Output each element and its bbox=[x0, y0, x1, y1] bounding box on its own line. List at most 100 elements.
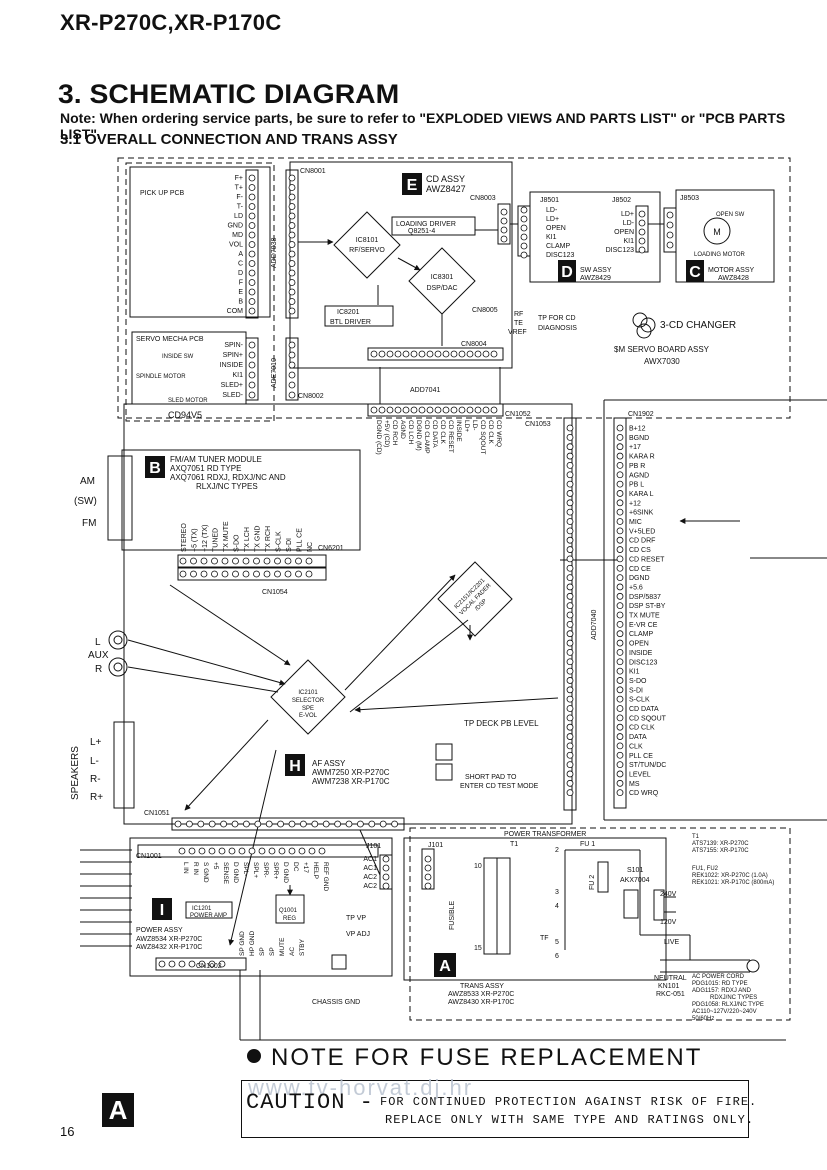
pin-dot bbox=[248, 231, 256, 239]
t1-note-2: ATS7155: XR-P170C bbox=[692, 848, 749, 854]
pin-dot bbox=[442, 406, 450, 414]
pin-dot bbox=[288, 203, 296, 210]
tuner-pin: NC bbox=[307, 542, 314, 552]
pin-dot bbox=[263, 570, 271, 578]
pin-dot bbox=[616, 461, 624, 469]
cn1902-pin: E-VR CE bbox=[629, 622, 658, 629]
ic2101-role-3: E-VOL bbox=[299, 713, 318, 719]
cd-bus-pin: CD RCH bbox=[391, 420, 398, 446]
s101-label: S101 bbox=[627, 867, 643, 874]
cn1053-connector bbox=[563, 417, 577, 811]
pin-dot bbox=[211, 570, 218, 578]
cord-note-4: PDG1058: RLXJ/NC TYPE bbox=[692, 1002, 764, 1008]
pin-dot bbox=[188, 960, 196, 968]
pin-dot bbox=[198, 847, 206, 855]
caution-line-2: REPLACE ONLY WITH SAME TYPE AND RATINGS … bbox=[385, 1113, 755, 1127]
pin-dot bbox=[566, 733, 574, 740]
pin-dot bbox=[368, 820, 376, 828]
tuner-line-4: RLXJ/NC TYPES bbox=[196, 482, 258, 491]
fu-note-1: REK1022: XR-P270C (1.0A) bbox=[692, 873, 768, 879]
power-top-pin: D GND bbox=[232, 862, 239, 883]
volt-240: 240V bbox=[660, 891, 677, 898]
akx-label: AKX7004 bbox=[620, 877, 650, 884]
tuner-pin: S-CLK bbox=[276, 531, 283, 552]
pin-dot bbox=[566, 433, 574, 441]
pin-dot bbox=[450, 350, 458, 358]
pin-dot bbox=[616, 714, 624, 722]
cd-bus-pin: CD DATA bbox=[431, 420, 438, 448]
pin-dot bbox=[288, 260, 296, 267]
pin-dot bbox=[288, 222, 296, 229]
j8501-pin: OPEN bbox=[546, 225, 566, 232]
cn8001-connector bbox=[285, 169, 299, 319]
fuse-note-heading-text: NOTE FOR FUSE REPLACEMENT bbox=[271, 1044, 703, 1071]
pin-dot bbox=[298, 847, 306, 855]
kn101-label: KN101 bbox=[658, 983, 680, 990]
cn1902-connector bbox=[613, 417, 627, 809]
tp-deck-label: TP DECK PB LEVEL bbox=[464, 719, 539, 728]
cn1902-pin: V+5LED bbox=[629, 528, 655, 535]
power-board bbox=[129, 837, 393, 977]
pin-dot bbox=[616, 677, 624, 684]
pin-dot bbox=[666, 241, 674, 249]
pickup-pcb-box bbox=[129, 166, 271, 318]
pin-dot bbox=[566, 564, 574, 572]
pin-dot bbox=[616, 723, 624, 731]
pin-dot bbox=[490, 406, 498, 414]
ic2101-role-1: SELECTOR bbox=[292, 698, 325, 704]
cd-bus-pin: LD- bbox=[471, 420, 478, 430]
pin-dot bbox=[520, 233, 528, 241]
servo-mecha-label: SERVO MECHA PCB bbox=[136, 336, 204, 343]
pin-dot bbox=[299, 820, 307, 828]
pin-dot bbox=[248, 260, 256, 267]
j8501-pin: LD+ bbox=[546, 216, 559, 223]
pin-dot bbox=[305, 570, 313, 578]
pin-dot bbox=[566, 658, 574, 666]
pin-dot bbox=[566, 611, 574, 619]
tuner-pin: S-DI bbox=[286, 538, 293, 552]
pin-dot bbox=[288, 184, 296, 191]
pickup-connector bbox=[245, 169, 259, 319]
power-bottom-pin: SP bbox=[259, 947, 266, 956]
cd-bus-pin: CD CLK bbox=[439, 420, 446, 445]
power-top-pin: SPL+ bbox=[252, 862, 259, 878]
pin-dot bbox=[434, 406, 442, 414]
pin-dot bbox=[638, 210, 646, 218]
pin-dot bbox=[288, 298, 296, 305]
badge-e bbox=[402, 173, 422, 195]
pin-dot bbox=[288, 381, 296, 389]
j8503-label: J8503 bbox=[680, 195, 699, 202]
cn1902-pin: OPEN bbox=[629, 641, 649, 648]
j101-pin: AC2 bbox=[363, 874, 377, 881]
speaker-rplus: R+ bbox=[90, 792, 103, 803]
pin-dot bbox=[616, 630, 624, 638]
cd-bus-pin: CD CLAMP bbox=[423, 420, 430, 454]
pin-dot bbox=[305, 557, 313, 565]
pin-dot bbox=[158, 960, 166, 968]
pin-dot bbox=[288, 847, 296, 855]
servo-pin: SPIN+ bbox=[223, 352, 243, 359]
j8502-pin: LD- bbox=[623, 220, 635, 227]
tp-vp-label: TP VP bbox=[346, 915, 366, 922]
tf-label: TF bbox=[540, 935, 549, 942]
pin-dot bbox=[638, 219, 646, 227]
pin-dot bbox=[616, 770, 624, 778]
servo-pin: KI1 bbox=[232, 372, 243, 379]
pin-dot bbox=[356, 820, 364, 828]
fusible-label: FUSIBLE bbox=[449, 900, 456, 930]
pin-dot bbox=[638, 237, 646, 245]
cd-bus-pin: DGND (M) bbox=[415, 420, 422, 451]
page-badge: A bbox=[102, 1093, 134, 1127]
pin-dot bbox=[566, 779, 574, 787]
tap-5: 5 bbox=[555, 939, 559, 946]
badge-h-letter: H bbox=[289, 758, 301, 775]
power-top-pin: SPR- bbox=[262, 862, 269, 878]
power-assy-part-2: AWZ8432 XR-P170C bbox=[136, 944, 202, 951]
loading-motor-label: LOADING MOTOR bbox=[694, 252, 746, 258]
cn1902-pin: S-CLK bbox=[629, 697, 650, 704]
pin-dot bbox=[426, 350, 434, 358]
pin-dot bbox=[185, 820, 193, 828]
badge-b-letter: B bbox=[149, 460, 161, 477]
